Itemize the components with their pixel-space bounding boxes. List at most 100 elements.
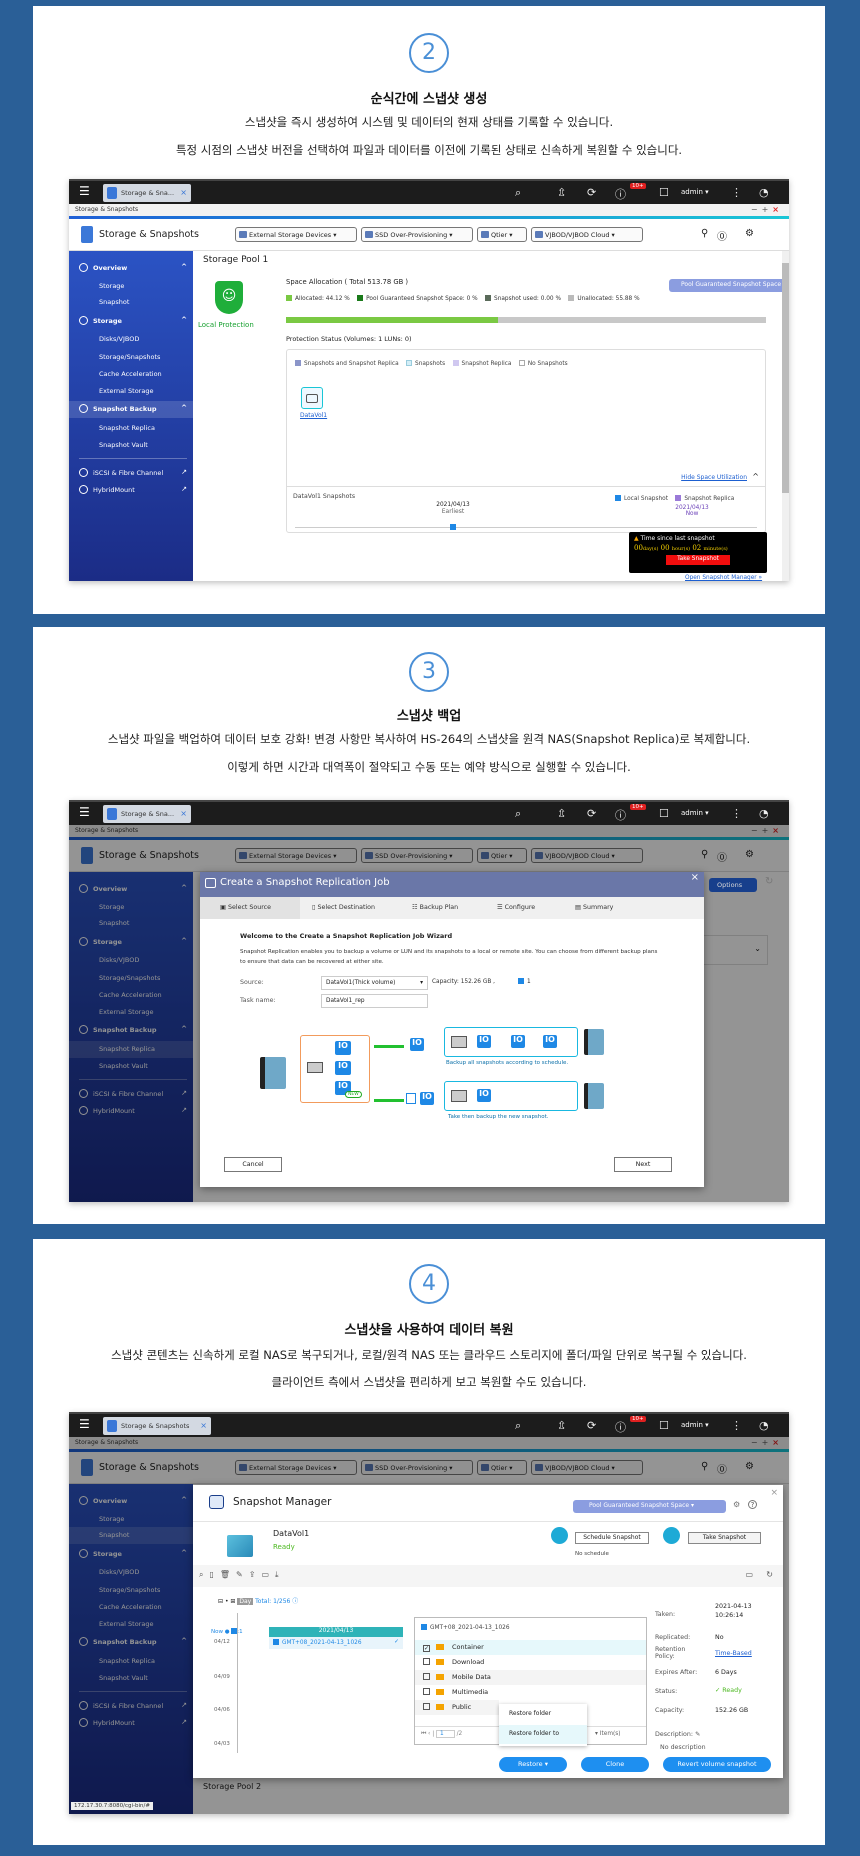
settings-gear-icon[interactable]: ⚙: [745, 849, 754, 860]
sidebar-item-iscsi-fibre-channel[interactable]: iSCSI & Fibre Channel↗: [69, 1086, 193, 1103]
cancel-button[interactable]: Cancel: [224, 1157, 282, 1172]
file-row[interactable]: ✓Container: [415, 1640, 646, 1655]
user-menu[interactable]: admin ▾: [681, 809, 709, 817]
window-controls[interactable]: −+×: [750, 826, 783, 835]
restore-button[interactable]: Restore ▾: [499, 1757, 567, 1772]
app-tab[interactable]: Storage & Snapshots×: [103, 1417, 211, 1435]
sidebar-item-storage[interactable]: Storage: [69, 278, 193, 295]
menu-restore-folder-to[interactable]: Restore folder to: [499, 1725, 587, 1744]
sidebar-item-cache-acceleration[interactable]: Cache Acceleration: [69, 1599, 193, 1616]
header-dropdown-2[interactable]: Qtier ▾: [477, 227, 527, 242]
folder-icon[interactable]: ▭: [261, 1570, 276, 1579]
download-icon[interactable]: ⤓: [275, 1570, 285, 1579]
file-row[interactable]: Public: [415, 1700, 499, 1715]
chevron-up-icon[interactable]: ^: [181, 1637, 187, 1645]
day-filter[interactable]: Day: [237, 1598, 254, 1605]
window-controls[interactable]: −+×: [750, 205, 783, 214]
pool-guaranteed-snapshot-button[interactable]: Pool Guaranteed Snapshot Space ▾: [573, 1500, 726, 1513]
open-snapshot-manager-link[interactable]: Open Snapshot Manager »: [685, 575, 763, 581]
chevron-up-icon[interactable]: ^: [181, 1496, 187, 1504]
header-dropdown-1[interactable]: SSD Over-Provisioning ▾: [361, 1460, 473, 1475]
close-tab-icon[interactable]: ×: [180, 188, 187, 197]
schedule-snapshot-button[interactable]: Schedule Snapshot: [575, 1532, 649, 1544]
notification-icon[interactable]: ⓘ: [615, 188, 626, 201]
sidebar-item-snapshot-replica[interactable]: Snapshot Replica: [69, 1041, 193, 1058]
close-tab-icon[interactable]: ×: [200, 1421, 207, 1430]
help-icon[interactable]: ?: [748, 1500, 757, 1509]
checkbox[interactable]: [423, 1673, 430, 1680]
search-icon[interactable]: ⌕: [515, 807, 522, 820]
header-dropdown-0[interactable]: External Storage Devices ▾: [235, 848, 357, 863]
external-link-icon[interactable]: ↗: [181, 468, 187, 476]
chevron-up-icon[interactable]: ^: [181, 884, 187, 892]
chevron-up-icon[interactable]: ^: [752, 472, 759, 481]
menu-icon[interactable]: ☰: [79, 184, 90, 198]
retention-link[interactable]: Time-Based: [715, 1650, 752, 1657]
user-icon[interactable]: ☐: [659, 1419, 669, 1432]
menu-icon[interactable]: ☰: [79, 805, 90, 819]
storage-search-icon[interactable]: ⚲: [701, 228, 709, 239]
volume-link[interactable]: DataVol1: [300, 412, 328, 419]
sidebar-item-storage[interactable]: Storage: [69, 899, 193, 916]
sidebar-item-disks-vjbod[interactable]: Disks/VJBOD: [69, 1564, 193, 1581]
sidebar-item-disks-vjbod[interactable]: Disks/VJBOD: [69, 331, 193, 348]
external-link-icon[interactable]: ↗: [181, 1089, 187, 1097]
hide-space-utilization-link[interactable]: Hide Space Utilization: [681, 474, 747, 481]
header-dropdown-0[interactable]: External Storage Devices ▾: [235, 227, 357, 242]
next-button[interactable]: Next: [614, 1157, 672, 1172]
header-dropdown-2[interactable]: Qtier ▾: [477, 1460, 527, 1475]
sidebar-item-external-storage[interactable]: External Storage: [69, 1616, 193, 1633]
sidebar-item-overview[interactable]: Overview^: [69, 881, 193, 898]
storage-search-icon[interactable]: ⚲: [701, 849, 709, 860]
sidebar-item-snapshot-vault[interactable]: Snapshot Vault: [69, 1670, 193, 1687]
source-select[interactable]: DataVol1(Thick volume)▾: [321, 976, 428, 990]
gear-icon[interactable]: ⚙: [733, 1500, 741, 1509]
sidebar-item-cache-acceleration[interactable]: Cache Acceleration: [69, 987, 193, 1004]
sidebar-item-hybridmount[interactable]: HybridMount↗: [69, 1715, 193, 1732]
sidebar-item-snapshot[interactable]: Snapshot: [69, 1527, 193, 1544]
zoom-out-icon[interactable]: ⊟: [218, 1598, 224, 1605]
external-link-icon[interactable]: ↗: [181, 485, 187, 493]
chevron-up-icon[interactable]: ^: [181, 937, 187, 945]
file-row[interactable]: Download: [415, 1655, 646, 1670]
app-tab[interactable]: Storage & Sna...×: [103, 805, 191, 823]
checkbox[interactable]: [423, 1658, 430, 1665]
sidebar-item-external-storage[interactable]: External Storage: [69, 1004, 193, 1021]
header-dropdown-2[interactable]: Qtier ▾: [477, 848, 527, 863]
more-icon[interactable]: ⋮: [731, 807, 742, 820]
delete-icon[interactable]: 🗑: [219, 1570, 237, 1579]
external-link-icon[interactable]: ↗: [181, 1701, 187, 1709]
sidebar-item-cache-acceleration[interactable]: Cache Acceleration: [69, 366, 193, 383]
storage-search-icon[interactable]: ⚲: [701, 1461, 709, 1472]
header-dropdown-3[interactable]: VJBOD/VJBOD Cloud ▾: [531, 227, 643, 242]
app-tab[interactable]: Storage & Sna...×: [103, 184, 191, 202]
sidebar-item-overview[interactable]: Overview^: [69, 1493, 193, 1510]
sync-icon[interactable]: ⟳: [587, 186, 597, 199]
sidebar-item-snapshot-replica[interactable]: Snapshot Replica: [69, 420, 193, 437]
sidebar-item-hybridmount[interactable]: HybridMount↗: [69, 482, 193, 499]
zoom-in-icon[interactable]: ⊞: [230, 1598, 236, 1605]
menu-icon[interactable]: ☰: [79, 1417, 90, 1431]
notification-icon[interactable]: ⓘ: [615, 809, 626, 822]
window-controls[interactable]: −+×: [750, 1438, 783, 1447]
sidebar-item-storage[interactable]: Storage^: [69, 934, 193, 951]
revert-volume-snapshot-button[interactable]: Revert volume snapshot: [663, 1757, 771, 1772]
dashboard-icon[interactable]: ◔: [759, 186, 769, 199]
search-icon[interactable]: ⌕: [515, 186, 522, 199]
sidebar-item-storage-snapshots[interactable]: Storage/Snapshots: [69, 970, 193, 987]
volume-disk-icon[interactable]: [301, 387, 323, 409]
file-row[interactable]: Mobile Data: [415, 1670, 646, 1685]
header-dropdown-0[interactable]: External Storage Devices ▾: [235, 1460, 357, 1475]
upload-icon[interactable]: ⇪: [248, 1570, 262, 1579]
settings-gear-icon[interactable]: ⚙: [745, 1461, 754, 1472]
external-link-icon[interactable]: ↗: [181, 1718, 187, 1726]
scrollbar[interactable]: [782, 251, 789, 581]
user-menu[interactable]: admin ▾: [681, 188, 709, 196]
chevron-up-icon[interactable]: ^: [181, 263, 187, 271]
user-menu[interactable]: admin ▾: [681, 1421, 709, 1429]
edit-icon[interactable]: ✎: [695, 1731, 701, 1738]
notification-icon[interactable]: ⓘ: [615, 1421, 626, 1434]
user-icon[interactable]: ☐: [659, 807, 669, 820]
sidebar-item-snapshot-replica[interactable]: Snapshot Replica: [69, 1653, 193, 1670]
sidebar-item-snapshot[interactable]: Snapshot: [69, 915, 193, 932]
